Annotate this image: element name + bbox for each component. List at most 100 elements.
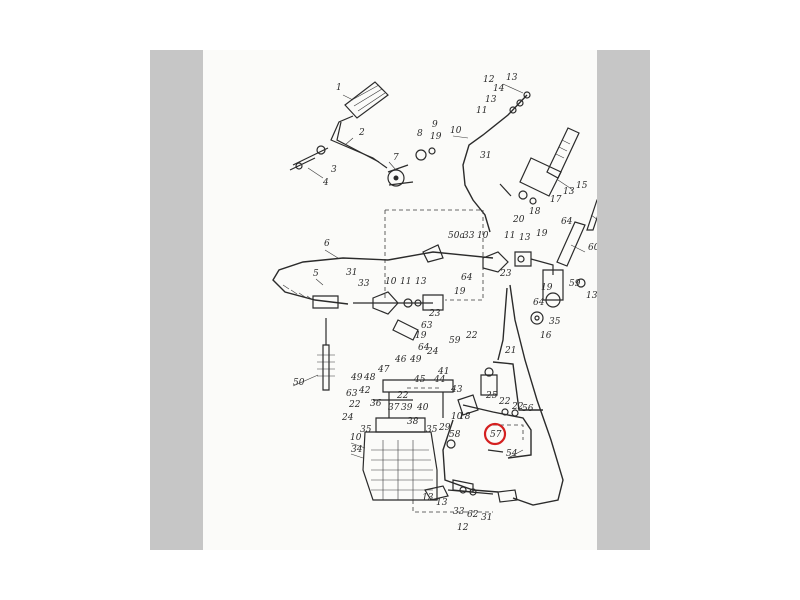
callout-24: 24 xyxy=(426,347,439,357)
callout-11: 11 xyxy=(400,277,411,287)
highlight-circle xyxy=(483,422,507,446)
callout-10: 10 xyxy=(350,433,362,443)
callout-9: 9 xyxy=(432,120,438,130)
callout-3: 3 xyxy=(331,165,337,175)
callout-17: 17 xyxy=(550,195,562,205)
callout-39: 39 xyxy=(401,403,413,413)
callout-49: 49 xyxy=(409,355,422,365)
callout-54: 54 xyxy=(506,449,518,459)
callout-34: 34 xyxy=(351,445,363,455)
callout-43: 43 xyxy=(450,385,463,395)
callout-49: 49 xyxy=(350,373,363,383)
callout-31: 31 xyxy=(346,268,357,278)
bottom-fittings xyxy=(424,485,518,503)
callout-19: 19 xyxy=(536,229,548,239)
callout-12: 12 xyxy=(457,523,469,533)
callout-18: 18 xyxy=(529,207,541,217)
callout-64: 64 xyxy=(418,343,430,353)
main-cable-loop xyxy=(272,244,494,309)
callout-13: 13 xyxy=(506,73,518,83)
callout-35: 35 xyxy=(549,317,561,327)
injection-pump-block xyxy=(362,379,454,501)
callout-2: 2 xyxy=(358,128,365,138)
callout-10: 10 xyxy=(385,277,397,287)
callout-19: 19 xyxy=(541,283,553,293)
callout-47: 47 xyxy=(377,365,390,375)
callout-15: 15 xyxy=(576,181,588,191)
throttle-cable xyxy=(462,91,531,233)
callout-33: 33 xyxy=(463,231,475,241)
callout-10: 10 xyxy=(477,231,489,241)
parts-diagram: 1234789191012131413113115131720181635616… xyxy=(203,50,635,550)
callout-10: 10 xyxy=(451,412,463,422)
callout-11: 11 xyxy=(504,231,515,241)
callout-38: 38 xyxy=(407,417,419,427)
hand-throttle-lever xyxy=(499,127,580,205)
callout-10: 10 xyxy=(450,126,462,136)
long-cable-right xyxy=(497,284,564,506)
callout-48: 48 xyxy=(363,373,376,383)
callout-36: 36 xyxy=(370,399,382,409)
linkage-frame xyxy=(384,209,524,513)
callout-45: 45 xyxy=(413,375,426,385)
callout-58: 58 xyxy=(449,430,461,440)
callout-23: 23 xyxy=(499,269,512,279)
callout-56: 56 xyxy=(522,404,534,414)
callout-19: 19 xyxy=(415,331,427,341)
callout-19: 19 xyxy=(430,132,442,142)
callout-35: 35 xyxy=(426,425,438,435)
callout-59: 59 xyxy=(569,279,581,289)
callout-22: 22 xyxy=(396,391,409,401)
accelerator-pedal xyxy=(289,81,436,187)
callout-1: 1 xyxy=(336,83,342,93)
callout-31: 31 xyxy=(480,151,491,161)
callout-5: 5 xyxy=(313,269,319,279)
callout-44: 44 xyxy=(433,375,446,385)
callout-25: 25 xyxy=(485,391,498,401)
callout-13: 13 xyxy=(586,291,597,301)
callout-42: 42 xyxy=(358,386,371,396)
middle-linkage xyxy=(353,251,554,341)
callout-22: 22 xyxy=(498,397,511,407)
callout-63: 63 xyxy=(421,321,433,331)
callout-20: 20 xyxy=(512,215,525,225)
callout-labels: 1234789191012131413113115131720181635616… xyxy=(293,73,635,533)
callout-29: 29 xyxy=(438,423,451,433)
callout-33: 33 xyxy=(453,507,465,517)
callout-21: 21 xyxy=(504,346,516,356)
callout-24: 24 xyxy=(341,413,354,423)
callout-13: 13 xyxy=(436,498,448,508)
leader-lines xyxy=(292,83,620,459)
right-gray-margin xyxy=(597,50,650,550)
callout-64: 64 xyxy=(561,217,573,227)
callout-64: 64 xyxy=(461,273,473,283)
callout-22: 22 xyxy=(348,400,361,410)
callout-31: 31 xyxy=(481,513,492,523)
diagram-drawing: 1234789191012131413113115131720181635616… xyxy=(272,73,635,533)
callout-16: 16 xyxy=(540,331,552,341)
callout-62: 62 xyxy=(467,510,479,520)
callout-6: 6 xyxy=(324,239,330,249)
callout-50: 50 xyxy=(293,378,305,388)
callout-14: 14 xyxy=(493,84,505,94)
callout-7: 7 xyxy=(393,153,399,163)
governor-rods xyxy=(442,361,543,493)
callout-64: 64 xyxy=(533,298,545,308)
callout-50a: 50a xyxy=(448,231,465,241)
callout-46: 46 xyxy=(394,355,407,365)
callout-13: 13 xyxy=(485,95,497,105)
callout-60: 60 xyxy=(588,243,597,253)
callout-8: 8 xyxy=(417,129,423,139)
left-gray-margin xyxy=(150,50,203,550)
callout-22: 22 xyxy=(465,331,478,341)
return-spring xyxy=(317,318,335,391)
callout-12: 12 xyxy=(483,75,495,85)
callout-41: 41 xyxy=(437,367,449,377)
callout-23: 23 xyxy=(428,309,441,319)
callout-37: 37 xyxy=(388,403,400,413)
callout-13: 13 xyxy=(519,233,531,243)
callout-13: 13 xyxy=(563,187,575,197)
callout-57: 57 xyxy=(490,430,502,440)
callout-18: 18 xyxy=(459,412,471,422)
callout-19: 19 xyxy=(454,287,466,297)
